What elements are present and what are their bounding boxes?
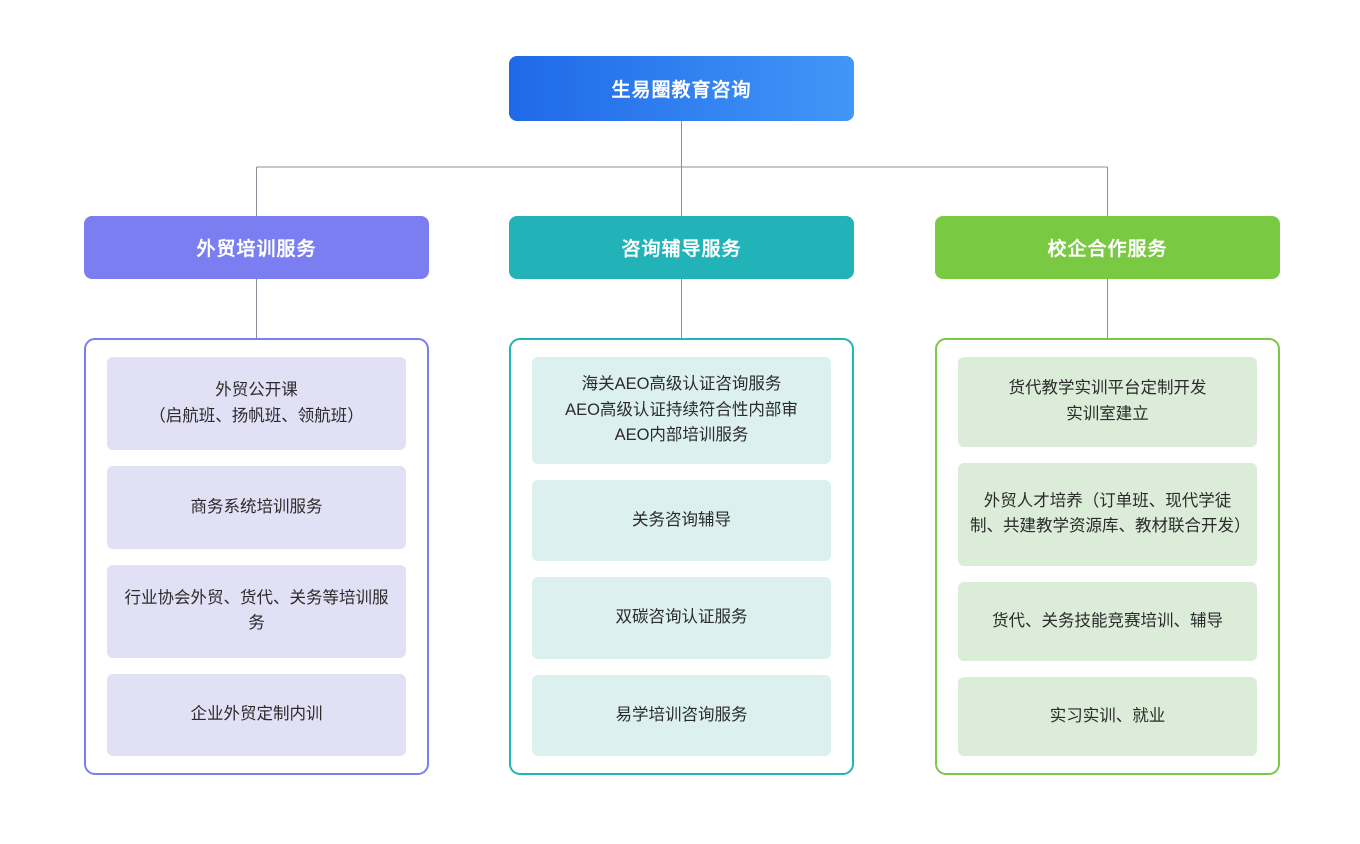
branch-header-label: 校企合作服务 bbox=[1047, 239, 1168, 260]
leaf-card[interactable]: 实习实训、就业 bbox=[958, 677, 1257, 756]
branch-header-label: 外贸培训服务 bbox=[196, 239, 317, 260]
root-node[interactable]: 生易圈教育咨询 bbox=[509, 56, 854, 121]
leaf-card[interactable]: 企业外贸定制内训 bbox=[107, 673, 406, 756]
leaf-card[interactable]: 海关AEO高级认证咨询服务 AEO高级认证持续符合性内部审 AEO内部培训服务 bbox=[532, 357, 831, 465]
branch-group-box-waimao-peixun: 外贸公开课 （启航班、扬帆班、领航班） 商务系统培训服务 行业协会外贸、货代、关… bbox=[84, 338, 429, 775]
leaf-card[interactable]: 商务系统培训服务 bbox=[107, 466, 406, 549]
leaf-card[interactable]: 货代教学实训平台定制开发 实训室建立 bbox=[958, 357, 1257, 447]
leaf-card[interactable]: 行业协会外贸、货代、关务等培训服务 bbox=[107, 564, 406, 658]
leaf-card[interactable]: 货代、关务技能竞赛培训、辅导 bbox=[958, 582, 1257, 662]
leaf-card[interactable]: 外贸人才培养（订单班、现代学徒制、共建教学资源库、教材联合开发） bbox=[958, 462, 1257, 567]
branch-header-label: 咨询辅导服务 bbox=[621, 239, 742, 260]
branch-group-box-zixun-fudao: 海关AEO高级认证咨询服务 AEO高级认证持续符合性内部审 AEO内部培训服务 … bbox=[509, 338, 854, 775]
leaf-card[interactable]: 双碳咨询认证服务 bbox=[532, 577, 831, 659]
branch-group-box-xiaoqi-hezuo: 货代教学实训平台定制开发 实训室建立 外贸人才培养（订单班、现代学徒制、共建教学… bbox=[935, 338, 1280, 775]
branch-header-waimao-peixun[interactable]: 外贸培训服务 bbox=[84, 216, 429, 279]
leaf-card[interactable]: 外贸公开课 （启航班、扬帆班、领航班） bbox=[107, 357, 406, 451]
leaf-card[interactable]: 关务咨询辅导 bbox=[532, 480, 831, 562]
branch-header-xiaoqi-hezuo[interactable]: 校企合作服务 bbox=[935, 216, 1280, 279]
leaf-card[interactable]: 易学培训咨询服务 bbox=[532, 674, 831, 756]
root-node-label: 生易圈教育咨询 bbox=[611, 80, 752, 101]
branch-header-zixun-fudao[interactable]: 咨询辅导服务 bbox=[509, 216, 854, 279]
